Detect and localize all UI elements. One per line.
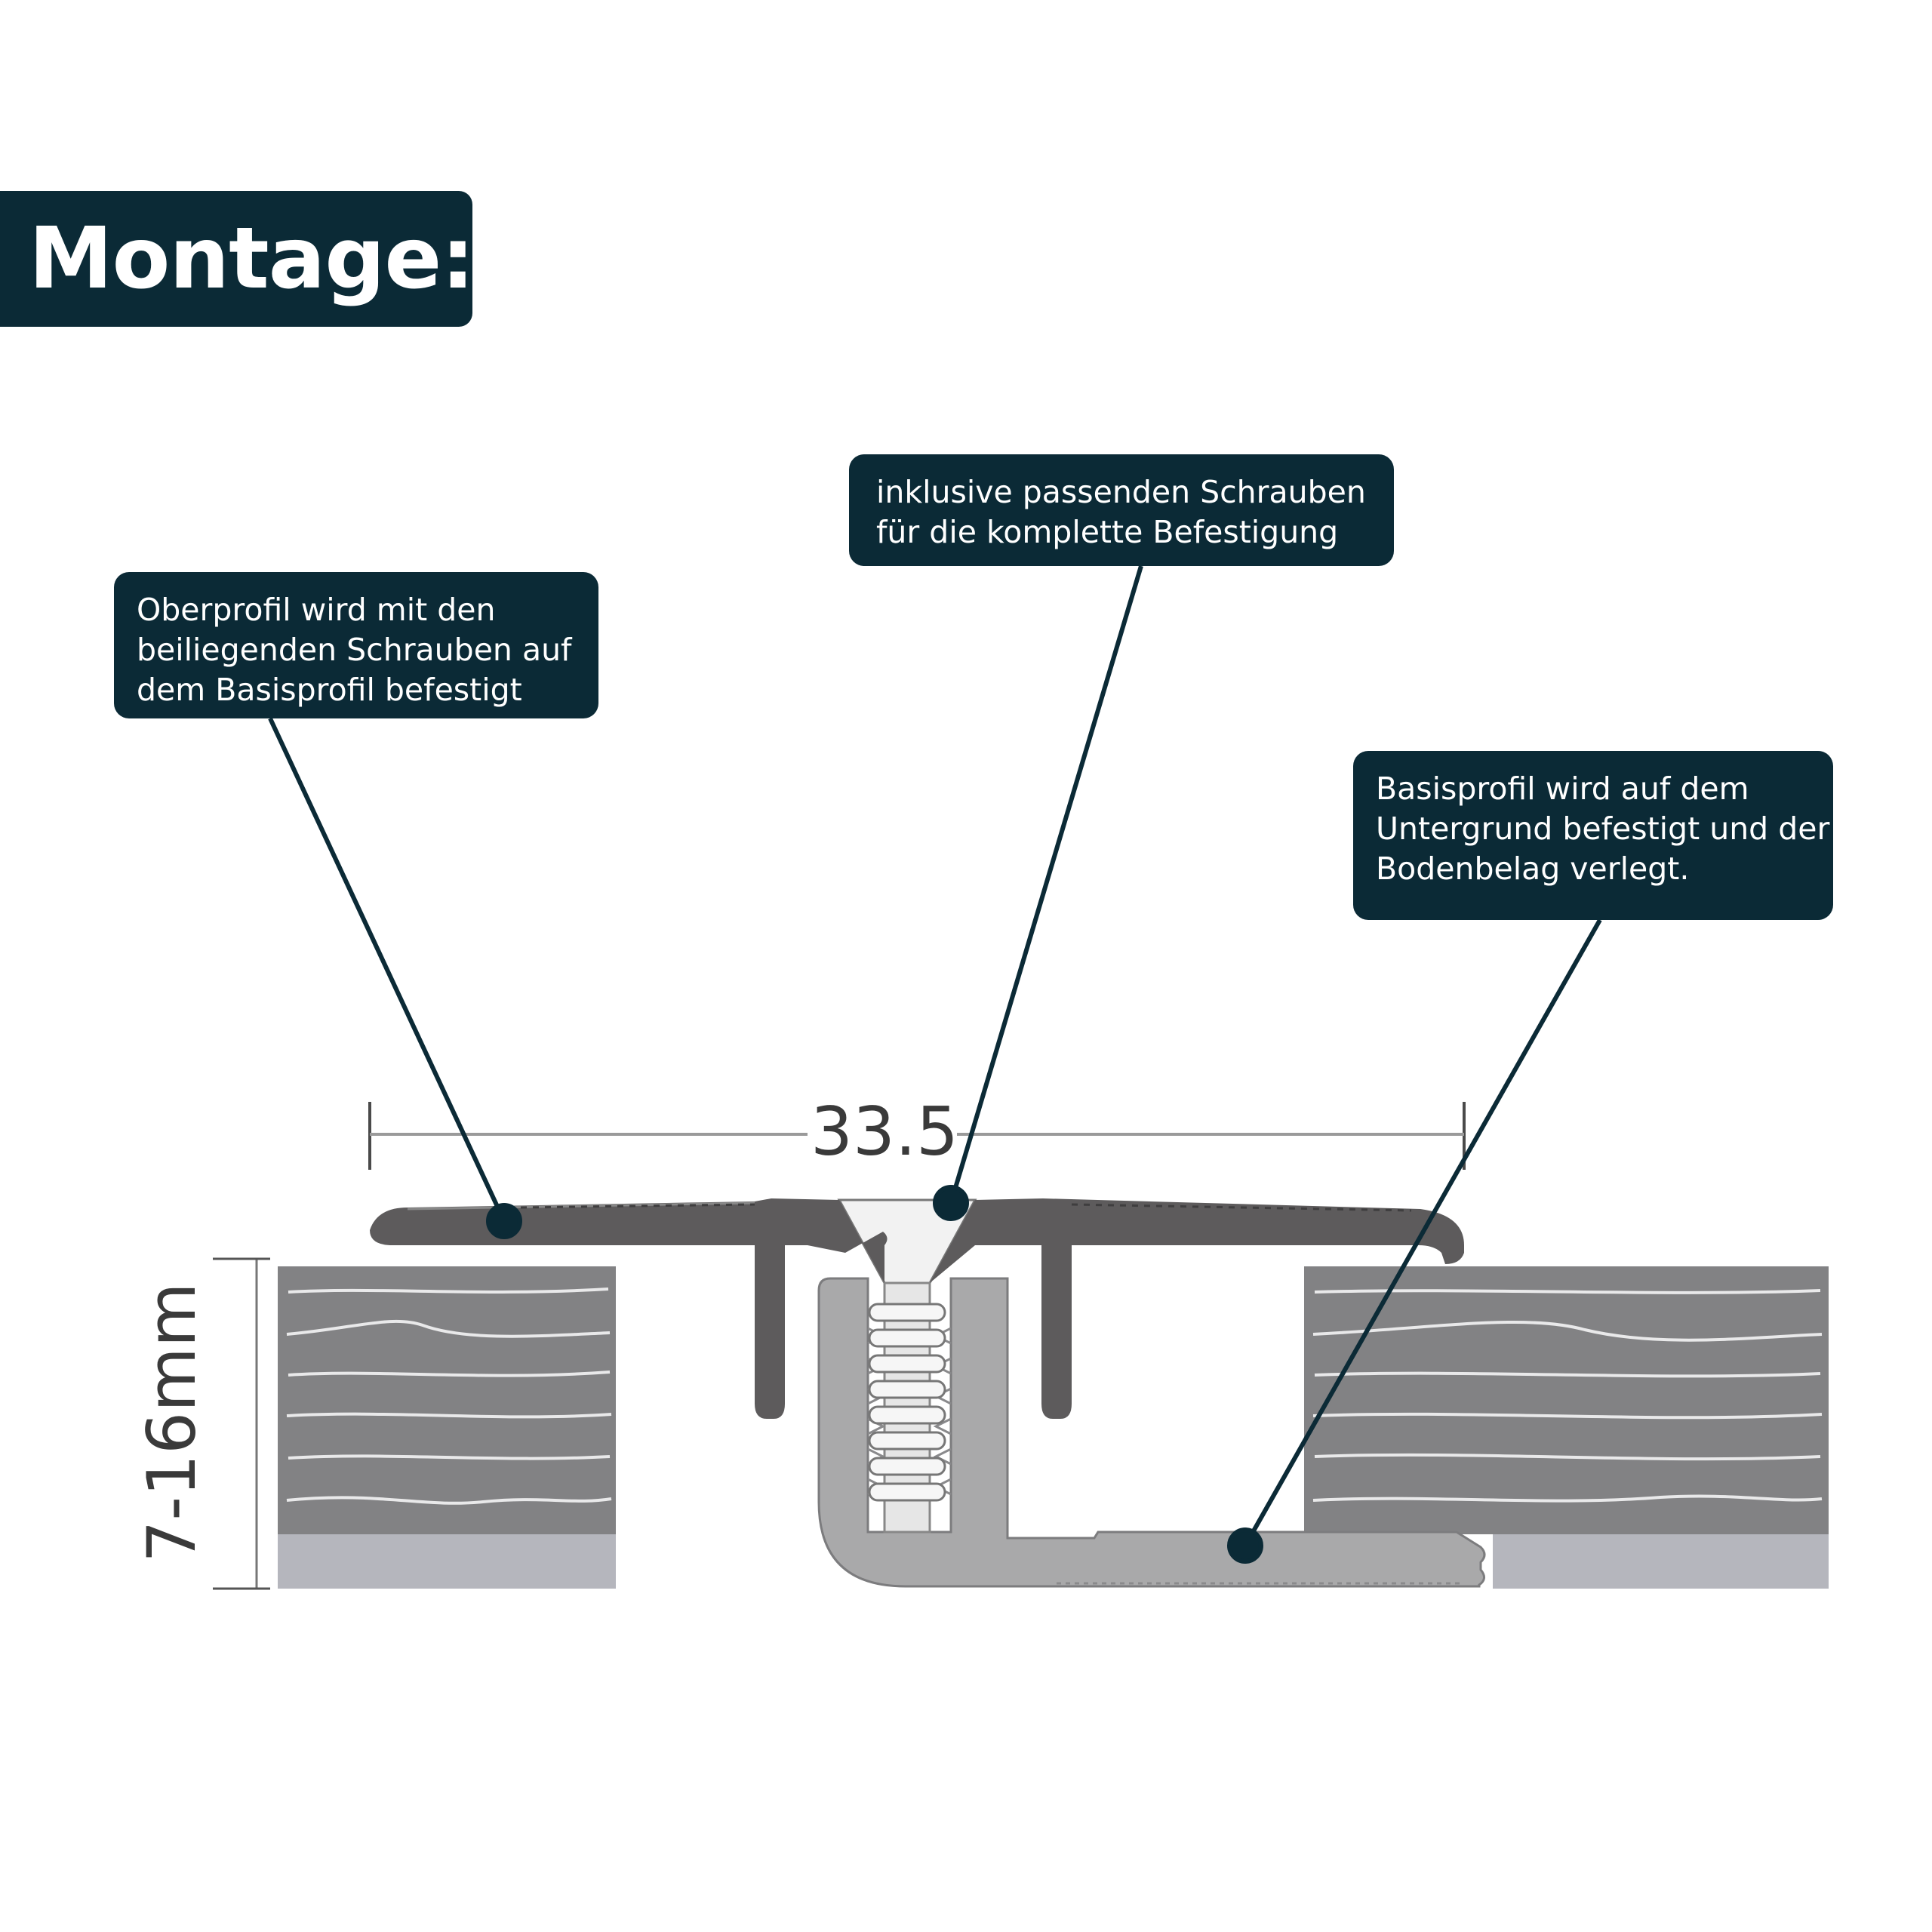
left-floor-covering [278,1266,616,1589]
height-dimension-label: 7-16mm [133,1282,211,1562]
width-dimension: 33.5 [368,1093,1466,1171]
screws-leader-dot [933,1185,969,1221]
top-profile-callout-line-1: Oberprofil wird mit den [137,592,496,628]
base-profile-callout-line-2: Untergrund befestigt und der [1376,811,1830,847]
base-profile-leader-line [1243,918,1602,1547]
top-profile-left-wing [370,1198,888,1419]
top-profile-callout: Oberprofil wird mit den beiliegenden Sch… [114,572,598,718]
height-dimension: 7-16mm [133,1257,270,1590]
top-profile-grip-ridges [520,1203,1412,1212]
left-underlayment [278,1534,616,1589]
screws-callout-line-1: inklusive passenden Schrauben [876,474,1366,510]
top-profile-callout-line-2: beiliegenden Schrauben auf [137,632,572,668]
screws-callout-line-2: für die komplette Befestigung [876,514,1339,550]
base-profile-callout-line-1: Basisprofil wird auf dem [1376,771,1749,807]
right-floor-covering [1304,1266,1829,1589]
left-wood-grain [286,1287,612,1505]
top-profile-leader-dot [486,1203,522,1239]
right-wood-plank [1304,1266,1829,1534]
right-wood-grain [1312,1289,1823,1503]
base-profile [817,1277,1486,1588]
screws-callout: inklusive passenden Schrauben für die ko… [849,454,1394,566]
top-profile-right-wing [930,1198,1464,1419]
title-banner: Montage: [0,191,475,327]
right-underlayment [1493,1534,1829,1589]
top-profile [370,1198,1464,1419]
page-title: Montage: [29,210,475,308]
left-wood-plank [278,1266,616,1534]
base-profile-leader-dot [1227,1527,1263,1564]
top-profile-leader-line [268,717,506,1223]
callout-leaders [268,565,1602,1564]
base-profile-callout: Basisprofil wird auf dem Untergrund befe… [1353,751,1833,920]
screw-threads [868,1303,946,1502]
width-dimension-label: 33.5 [811,1093,958,1171]
base-profile-callout-line-3: Bodenbelag verlegt. [1376,851,1690,887]
top-profile-callout-line-3: dem Basisprofil befestigt [137,672,522,708]
base-profile-body [817,1277,1486,1588]
screws-leader-line [949,565,1143,1204]
